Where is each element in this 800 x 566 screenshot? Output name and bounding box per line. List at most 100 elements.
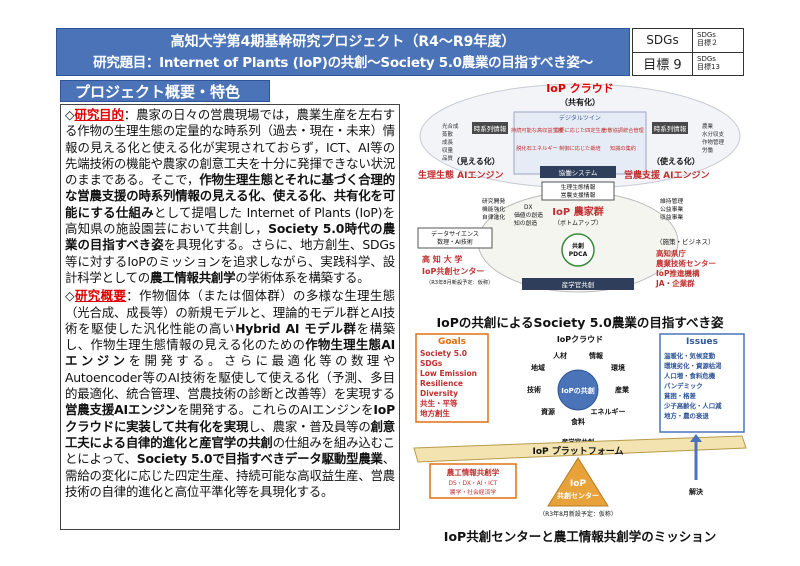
overview-paragraph: ◇研究概要：作物個体（または個体群）の多様な生理生態（光合成、成長等）の新規モデ… xyxy=(65,288,395,500)
sdgs-sub-goal-1: SDGs 目標２ xyxy=(693,29,743,53)
platform-label: IoP プラットフォーム xyxy=(533,445,624,457)
cloud-subtitle: （共有化） xyxy=(560,97,600,107)
dx-item: 知の創造 xyxy=(514,219,537,227)
issues-box xyxy=(659,333,745,433)
iop-cloud-label: IoPクラウド xyxy=(557,334,603,344)
partner-item: 農業技術センター xyxy=(656,258,716,268)
co-creation-core xyxy=(557,369,599,411)
element-label: 人材 xyxy=(553,351,567,360)
kyoso-line: DS・DX・AI・ICT xyxy=(449,481,498,487)
cloud-item: 需要に応じた四定生産 xyxy=(554,126,606,134)
kyoso-line: 農学・社会経済学 xyxy=(450,488,497,496)
bold-span: 農工情報共創学 xyxy=(149,269,236,285)
partner-item: JA・企業群 xyxy=(655,278,695,288)
datascience-line: データサイエンス xyxy=(431,230,479,238)
bold-span: 営農支援AIエンジン xyxy=(65,402,178,418)
overview-text: ◇研究目的：農家の日々の営農現場では，農業生産を左右する作物の生理生態の定量的な… xyxy=(60,104,400,530)
ops-item: 公益事業 xyxy=(660,205,683,213)
arrow-head-icon xyxy=(690,434,702,442)
rd-item: 研究開発 xyxy=(482,197,505,205)
physiology-item: 収量 xyxy=(442,147,454,154)
info-box xyxy=(541,181,615,201)
cloud-item: 知識の集約 xyxy=(610,144,636,152)
cloud-item: 持続可能な高収益生産 xyxy=(511,126,563,134)
element-label: 産業 xyxy=(615,385,630,394)
iop-vision-diagram: IoP クラウド （共有化） デジタルツイン 持続可能な高収益生産 需要に応じた… xyxy=(417,82,741,293)
purpose-paragraph: ◇研究目的：農家の日々の営農現場では，農業生産を左右する作物の生理生態の定量的な… xyxy=(65,107,395,286)
cloud-item: 脱化石エネルギー xyxy=(516,144,558,152)
partner-item: 高知県庁 xyxy=(656,248,686,258)
issues-title: Issues xyxy=(686,337,718,347)
bullet-mark: ◇ xyxy=(65,107,75,122)
vision-caption: IoPの共創によるSociety 5.0農業の目指すべき姿 xyxy=(436,315,724,330)
management-item: 水分収支 xyxy=(702,130,725,138)
goal-item: Resilience xyxy=(420,379,463,388)
bullet-mark: ◇ xyxy=(65,288,75,304)
center-pillar xyxy=(547,457,609,507)
dx-item: 価値の創造 xyxy=(514,211,543,219)
management-engine-label: 営農支援 AIエンジン xyxy=(624,169,709,181)
bold-span: Hybrid AI モデル群 xyxy=(235,320,357,336)
text-span: を具現化する。さらに、地方創生、SDGs等に対するIoPのミッションを追求しなが… xyxy=(65,237,395,285)
kyoso-title: 農工情報共創学 xyxy=(447,467,500,477)
mission-diagram: Goals Society 5.0 SDGs Low Emission Resi… xyxy=(413,333,747,518)
goal-item: 共生・平等 xyxy=(420,398,458,408)
element-label: 技術 xyxy=(527,385,541,394)
bold-span: 作物生理生態とそれに基づく合理的な営農支援の時系列情報の見える化、使える化、共有… xyxy=(65,172,395,220)
dx-item: DX xyxy=(524,205,532,211)
goal-item: Low Emission xyxy=(420,369,477,378)
sdgs-label: SDGs xyxy=(633,29,692,53)
info-line: 生理生態情報 xyxy=(561,183,596,191)
text-span: ：農家の日々の営農現場では，農業生産を左右する作物の生理生態の定量的な時系列（過… xyxy=(65,107,396,188)
university-label: 高 知 大 学 xyxy=(422,254,462,264)
title-banner: 高知大学第4期基幹研究プロジェクト（R4〜R9年度） 研究題目：Internet… xyxy=(56,28,630,76)
goals-title: Goals xyxy=(438,337,466,347)
digital-twin-label: デジタルツイン xyxy=(559,114,601,122)
element-label: 情報 xyxy=(589,351,604,360)
issue-item: 貧困・格差 xyxy=(664,391,697,400)
project-title: 高知大学第4期基幹研究プロジェクト（R4〜R9年度） xyxy=(170,34,516,50)
pdca-line: 共創 xyxy=(572,242,584,250)
research-title: 研究題目：Internet of Plants (IoP)の共創〜Society… xyxy=(93,55,593,71)
datascience-line: 数理・AI技術 xyxy=(437,238,473,246)
bold-span: Society 5.0で目指すべきデータ駆動型農業 xyxy=(136,451,383,467)
section-title: プロジェクト概要・特色 xyxy=(60,80,270,102)
element-label: 地域 xyxy=(531,363,545,372)
partner-item: IoP推進機構 xyxy=(656,268,700,278)
bold-span: 作物生理生態AIエンジン xyxy=(65,337,395,369)
management-item: 作物管理 xyxy=(702,138,725,146)
text-span: の仕組みを組み込むことによって、 xyxy=(65,434,395,467)
solve-label: 解決 xyxy=(689,487,704,496)
sangaku-label: 産学官共創 xyxy=(562,280,595,289)
physiology-item: 蒸散 xyxy=(442,130,454,138)
physiology-engine-label: 生理生態 AIエンジン xyxy=(418,169,503,181)
timeseries-tag-right xyxy=(652,122,688,134)
platform-beam xyxy=(413,435,747,463)
cloud-title: IoP クラウド xyxy=(546,82,614,95)
sdgs-box: SDGs 目標 9 SDGs 目標２ SDGs 目標13 xyxy=(632,28,744,76)
text-span: し、農家・普及員等の xyxy=(248,418,371,434)
sdgs-sub-goal-2: SDGs 目標13 xyxy=(697,54,720,71)
kyoso-box xyxy=(429,463,517,499)
element-label: 環境 xyxy=(611,363,625,372)
goal-item: SDGs xyxy=(420,359,443,368)
text-span: を開発する。さらに最適化等の数理やAutoencoder等のAI技術を駆使して使… xyxy=(65,353,395,402)
visualize-label: （見える化） xyxy=(452,156,500,166)
text-span: 、需給の変化に応じた四定生産、持続可能な高収益生産、営農技術の自律的進化と高位平… xyxy=(65,451,395,499)
info-line: 営農支援情報 xyxy=(561,191,596,199)
goals-box xyxy=(415,333,489,423)
physiology-item: 成長 xyxy=(442,138,454,146)
management-item: 農業 xyxy=(702,122,714,130)
rd-item: 機能強化 xyxy=(482,205,505,213)
element-label: 食料 xyxy=(570,417,585,426)
issue-item: 温暖化・気候変動 xyxy=(664,351,716,360)
cloud-item: 分散協調統合管理 xyxy=(602,126,644,134)
text-span: の学術体系を構築する。 xyxy=(235,269,370,285)
farmers-label: IoP 農家群 xyxy=(552,205,603,218)
issue-item: 人口増・食料危機 xyxy=(664,371,716,380)
element-label: エネルギー xyxy=(591,407,626,416)
bold-span: 創意工夫による自律的進化と産官学の共創 xyxy=(65,418,395,450)
usable-label: （使える化） xyxy=(652,156,700,166)
issue-item: パンデミック xyxy=(664,381,703,390)
text-span: として提唱した Internet of Plants (IoP)を高知県の施設園… xyxy=(65,204,395,237)
